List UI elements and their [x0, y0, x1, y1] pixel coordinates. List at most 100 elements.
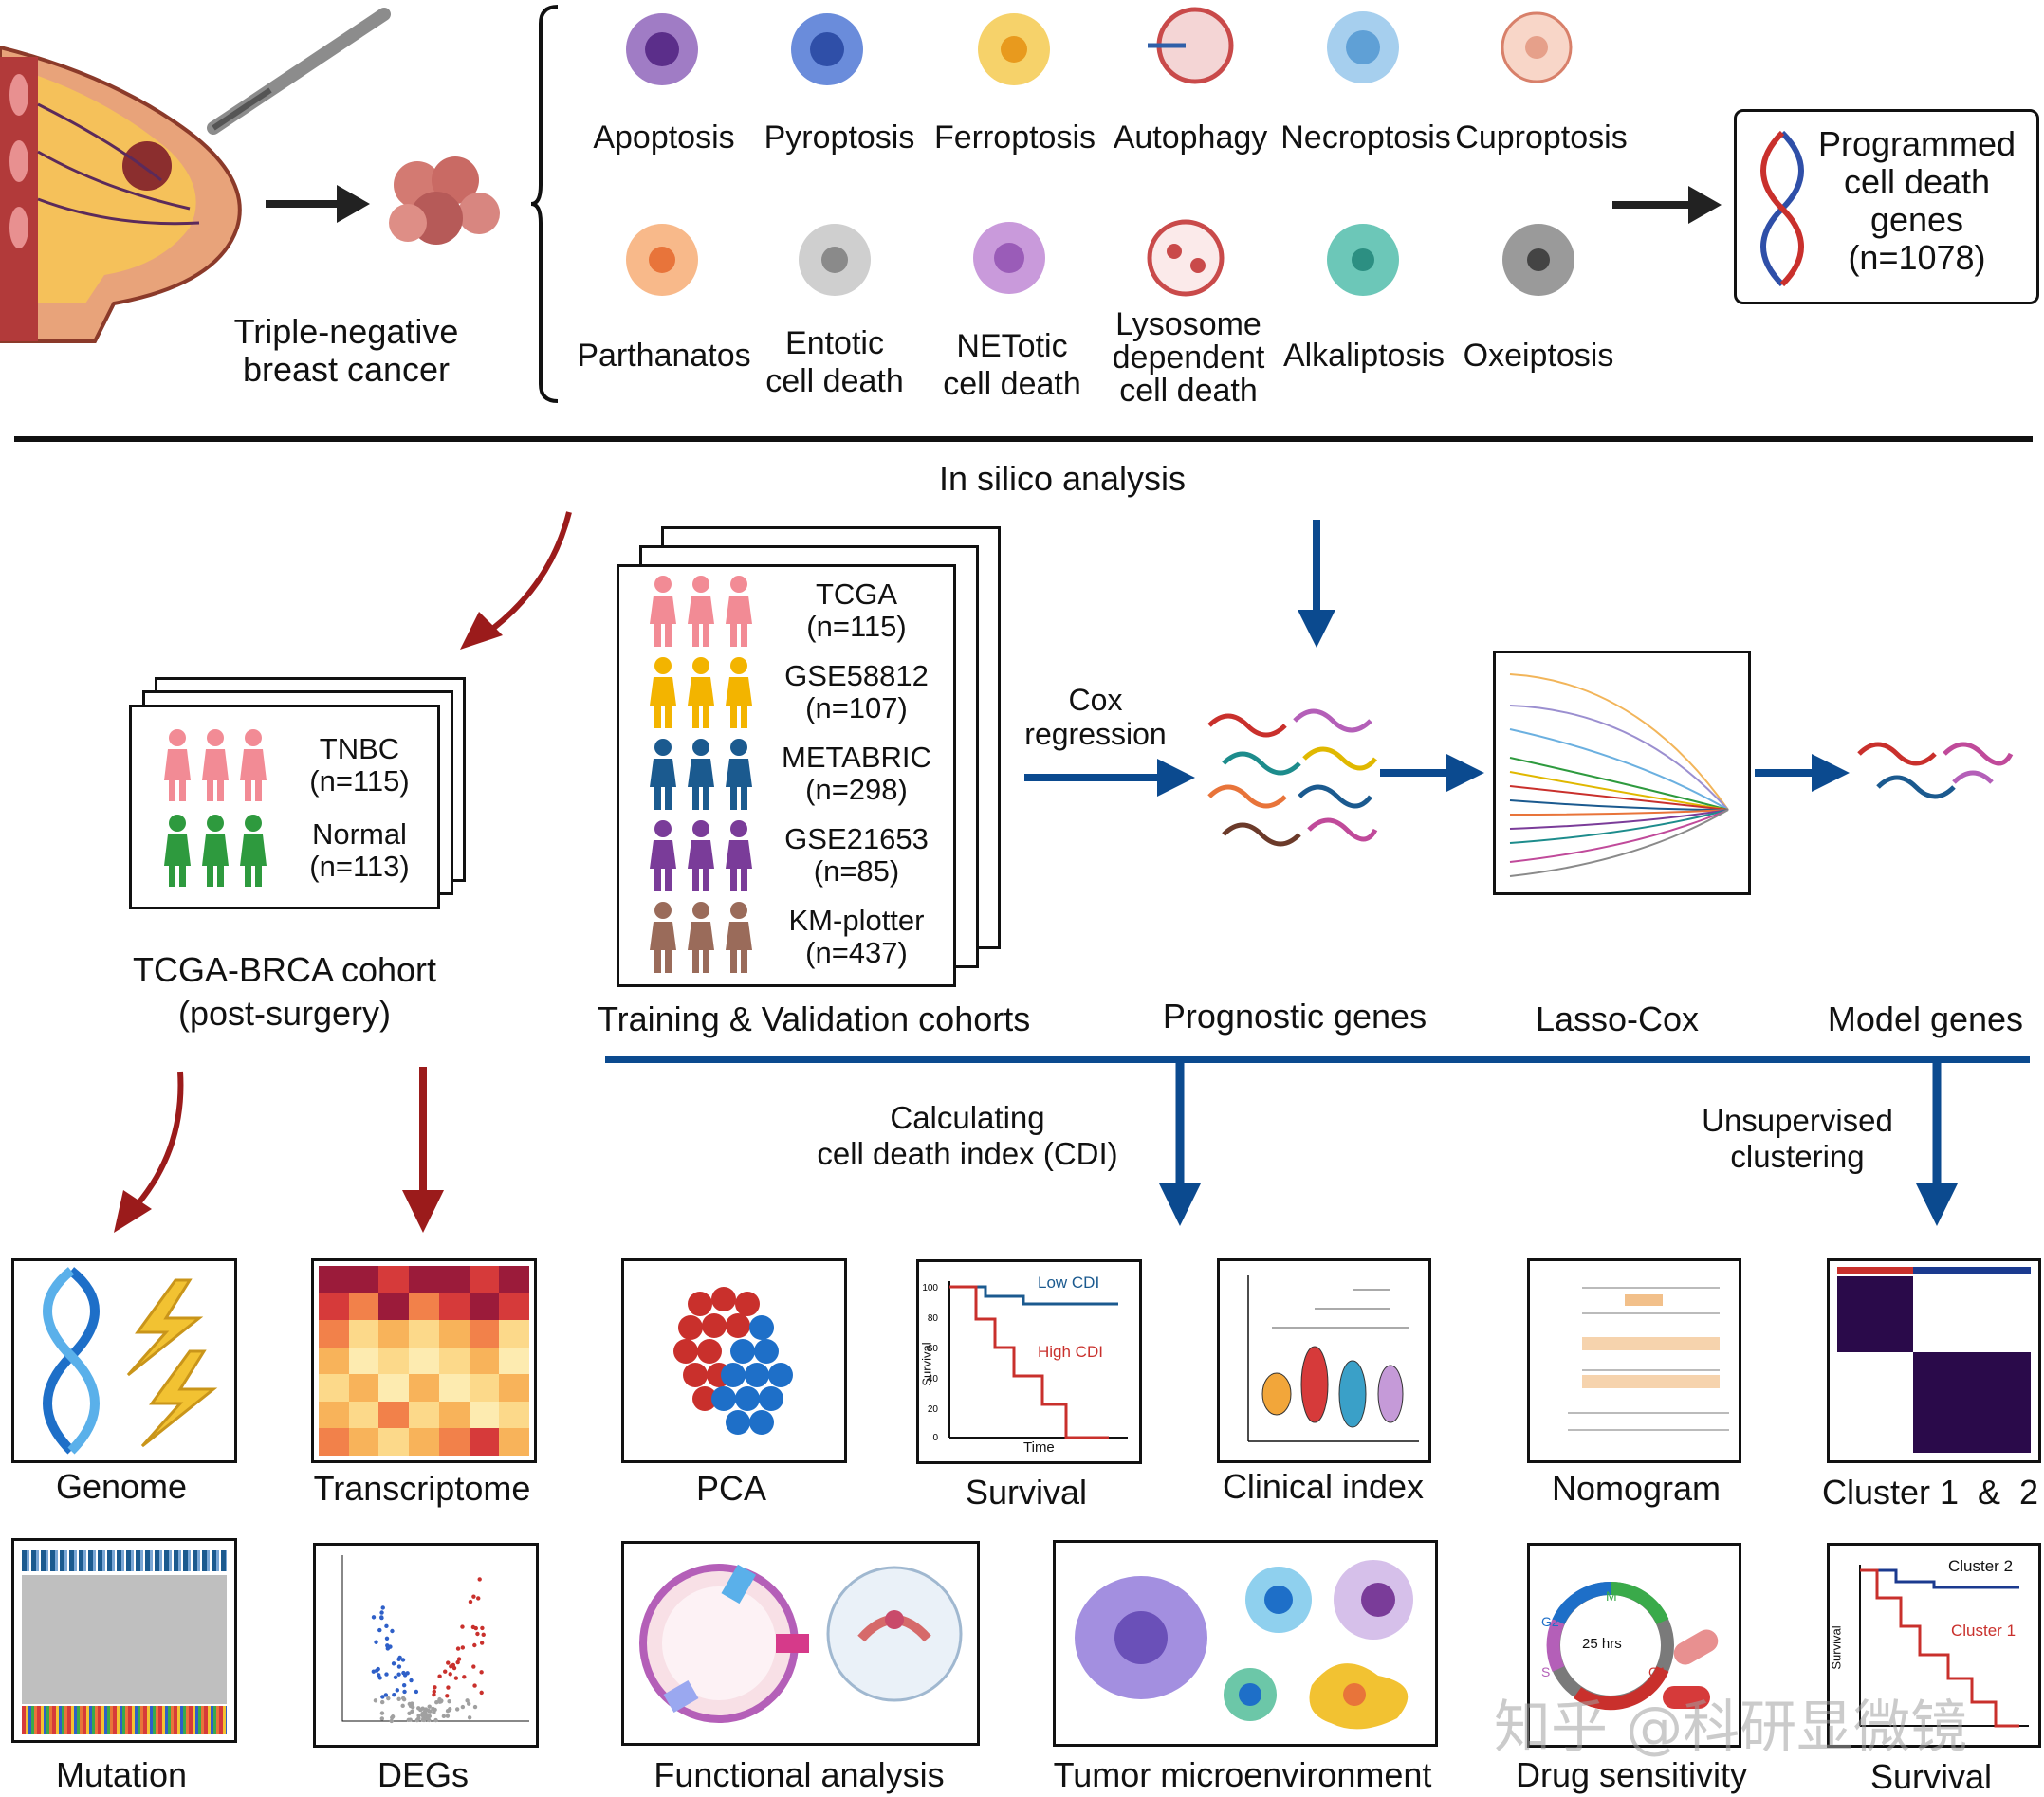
tcga-card: TNBC (n=115) Normal (n=113): [129, 705, 440, 909]
pca-point: [683, 1363, 708, 1387]
unsupervised-label: Unsupervised clustering: [1702, 1103, 1893, 1174]
navy-arrow-right-icon: [1755, 754, 1850, 792]
tnbc-people-icon: [164, 729, 267, 801]
volcano-point: [476, 1596, 481, 1601]
clinical-index-caption: Clinical index: [1222, 1467, 1425, 1506]
model-genes-caption: Model genes: [1827, 999, 2024, 1038]
oxeiptosis-cell-icon: [1499, 220, 1578, 300]
volcano-point: [375, 1668, 379, 1673]
volcano-point: [379, 1711, 385, 1715]
section-divider: [14, 436, 2033, 442]
netotic-cell-icon: [969, 218, 1049, 298]
volcano-point: [379, 1615, 384, 1620]
volcano-point: [396, 1672, 401, 1677]
heatmap-cell: [319, 1374, 349, 1402]
heatmap-cell: [409, 1293, 439, 1321]
volcano-point: [408, 1703, 414, 1709]
heatmap-cell: [499, 1374, 529, 1402]
cluster-caption: Cluster 1 & 2: [1821, 1473, 2039, 1512]
volcano-point: [455, 1646, 461, 1651]
navy-arrow-down-icon: [1298, 520, 1335, 652]
in-silico-title: In silico analysis: [938, 459, 1187, 498]
heatmap-cell: [378, 1347, 410, 1375]
volcano-point: [481, 1632, 486, 1638]
heatmap-cell: [378, 1320, 410, 1348]
volcano-point: [396, 1657, 401, 1661]
pca-point: [678, 1315, 703, 1340]
volcano-point: [383, 1693, 389, 1697]
cohort-people-icon: [650, 576, 752, 647]
tumor-icon: [384, 152, 503, 256]
heatmap-cell: [319, 1347, 349, 1375]
volcano-point: [467, 1715, 472, 1720]
brace: [530, 5, 560, 403]
pca-point: [749, 1315, 774, 1340]
clinical-index-panel: [1217, 1258, 1431, 1463]
entotic-label: Entotic cell death: [765, 325, 904, 399]
volcano-point: [460, 1645, 466, 1650]
tnbc-group-label: TNBC: [319, 732, 400, 765]
volcano-point: [438, 1699, 444, 1704]
volcano-point: [432, 1710, 436, 1714]
heatmap-cell: [348, 1266, 379, 1293]
volcano-point: [371, 1669, 377, 1674]
drug-g1-label: G1: [1648, 1664, 1667, 1679]
volcano-point: [401, 1696, 407, 1702]
heatmap-cell: [469, 1347, 500, 1375]
navy-divider: [605, 1056, 2030, 1063]
pca-point: [749, 1410, 774, 1435]
cohort-label: GSE21653: [784, 822, 929, 855]
cluster2-label: Cluster 2: [1948, 1557, 2014, 1575]
volcano-point: [472, 1683, 477, 1688]
volcano-point: [408, 1717, 413, 1722]
navy-arrow-down-icon: [1916, 1060, 1958, 1231]
heatmap-cell: [499, 1320, 529, 1348]
drug-m-label: M: [1606, 1588, 1617, 1604]
svg-text:100: 100: [922, 1283, 938, 1293]
cohort-label: TCGA: [815, 578, 898, 611]
volcano-point: [451, 1665, 457, 1671]
survival-caption: Survival: [965, 1473, 1088, 1512]
heatmap-cell: [409, 1320, 439, 1348]
volcano-point: [432, 1692, 436, 1697]
red-arrow-icon: [446, 511, 579, 654]
heatmap-cell: [378, 1266, 410, 1293]
volcano-point: [377, 1673, 381, 1678]
prognostic-genes-caption: Prognostic genes: [1162, 997, 1427, 1036]
volcano-point: [479, 1641, 485, 1645]
genome-panel: [11, 1258, 237, 1463]
volcano-point: [391, 1661, 396, 1666]
pca-point: [768, 1363, 793, 1387]
tcga-cohort-caption: TCGA-BRCA cohort (post-surgery): [132, 950, 437, 1033]
pca-point: [697, 1339, 722, 1364]
svg-text:80: 80: [928, 1313, 939, 1324]
pca-point: [726, 1313, 750, 1338]
volcano-point: [455, 1659, 460, 1665]
volcano-point: [396, 1696, 401, 1701]
heatmap-cell: [378, 1401, 410, 1429]
heatmap-cell: [319, 1266, 349, 1293]
volcano-point: [445, 1714, 451, 1718]
volcano-point: [431, 1706, 435, 1712]
heatmap-cell: [348, 1347, 379, 1375]
volcano-point: [390, 1628, 395, 1634]
volcano-point: [409, 1678, 414, 1683]
heatmap-cell: [378, 1428, 410, 1456]
cohort-people-icon: [650, 820, 752, 891]
volcano-point: [472, 1642, 477, 1648]
cluster-survival-ylabel: Survival: [1829, 1625, 1844, 1670]
volcano-point: [396, 1664, 402, 1669]
survival-low-label: Low CDI: [1038, 1274, 1100, 1292]
heatmap-cell: [469, 1320, 500, 1348]
heatmap-cell: [469, 1293, 500, 1321]
cohort-n: (n=298): [805, 773, 908, 806]
volcano-point: [472, 1704, 478, 1710]
lasso-plot: [1493, 651, 1751, 895]
volcano-point: [468, 1599, 473, 1604]
apoptosis-label: Apoptosis: [593, 119, 735, 156]
cohort-n: (n=115): [806, 610, 907, 643]
transcriptome-heatmap: [311, 1258, 537, 1463]
oxeiptosis-label: Oxeiptosis: [1463, 338, 1614, 374]
tnbc-group-n: (n=115): [309, 764, 410, 798]
arrow-right-icon: [266, 185, 370, 223]
